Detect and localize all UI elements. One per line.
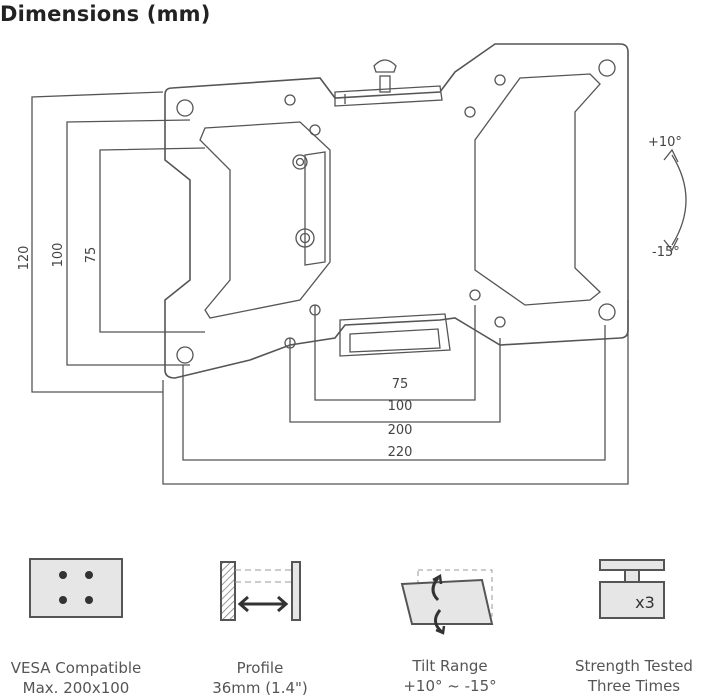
weight-x3-icon: x3 bbox=[599, 559, 665, 619]
tilt-range-icon bbox=[400, 569, 494, 635]
dim-label-220-h: 220 bbox=[388, 445, 413, 460]
feature-strength-line2: Three Times bbox=[587, 677, 681, 695]
dim-label-75: 75 bbox=[84, 247, 99, 264]
hole-75-tr bbox=[464, 106, 476, 118]
hole-200-tr bbox=[494, 74, 506, 86]
feature-strength-line1: Strength Tested bbox=[575, 657, 693, 675]
profile-depth-icon bbox=[220, 561, 301, 621]
bottom-bracket bbox=[339, 313, 451, 357]
hole-outer-br bbox=[598, 303, 616, 321]
feature-label-profile: Profile 36mm (1.4") bbox=[190, 658, 330, 698]
top-bracket bbox=[334, 85, 443, 107]
right-cutout bbox=[474, 73, 601, 306]
tilt-label-down: -15° bbox=[652, 245, 680, 260]
top-screw-shaft bbox=[379, 75, 391, 93]
hole-75-bl bbox=[309, 304, 321, 316]
hole-200-br bbox=[494, 316, 506, 328]
dim-label-75-h: 75 bbox=[392, 377, 409, 392]
hole-outer-bl bbox=[176, 346, 194, 364]
feature-tilt-line1: Tilt Range bbox=[412, 657, 488, 675]
feature-label-tilt: Tilt Range +10° ~ -15° bbox=[380, 656, 520, 696]
tilt-arc bbox=[671, 154, 687, 246]
rail-bolt-top bbox=[292, 154, 308, 170]
tilt-arrow-down bbox=[663, 237, 679, 252]
center-rail bbox=[304, 151, 326, 266]
feature-tilt-line2: +10° ~ -15° bbox=[403, 677, 497, 695]
x3-badge: x3 bbox=[635, 593, 655, 612]
hole-200-bl bbox=[284, 337, 296, 349]
feature-label-strength: Strength Tested Three Times bbox=[560, 656, 708, 696]
dim-label-200-h: 200 bbox=[388, 423, 413, 438]
left-cutout bbox=[199, 121, 331, 319]
dim-line-100 bbox=[66, 119, 191, 366]
hole-200-tl bbox=[284, 94, 296, 106]
page-title: Dimensions (mm) bbox=[0, 2, 211, 26]
dim-line-120 bbox=[31, 91, 164, 393]
dim-label-120: 120 bbox=[17, 246, 32, 271]
feature-profile-line2: 36mm (1.4") bbox=[212, 679, 308, 697]
hole-outer-tl bbox=[176, 99, 194, 117]
dim-label-100: 100 bbox=[51, 243, 66, 268]
tilt-arrow-up bbox=[663, 148, 679, 163]
dim-line-75-h bbox=[314, 305, 476, 401]
mount-dimension-diagram: 120 100 75 75 100 200 220 +10° -15° bbox=[17, 43, 687, 485]
tilt-label-up: +10° bbox=[648, 135, 682, 150]
dim-line-200-h bbox=[182, 325, 606, 461]
dim-line-75 bbox=[99, 147, 206, 333]
feature-label-vesa: VESA Compatible Max. 200x100 bbox=[0, 658, 152, 698]
rail-bolt-mid bbox=[295, 228, 315, 248]
feature-profile-line1: Profile bbox=[236, 659, 284, 677]
feature-vesa-line1: VESA Compatible bbox=[10, 659, 142, 677]
dim-line-100-h bbox=[289, 338, 501, 423]
feature-vesa-line2: Max. 200x100 bbox=[22, 679, 130, 697]
dim-label-100-h: 100 bbox=[388, 399, 413, 414]
top-screw-head bbox=[373, 59, 397, 73]
vesa-pattern-icon bbox=[29, 558, 123, 618]
dim-line-220-h bbox=[162, 300, 629, 485]
hole-75-br bbox=[469, 289, 481, 301]
hole-outer-tr bbox=[598, 59, 616, 77]
hole-75-tl bbox=[309, 124, 321, 136]
mount-plate bbox=[164, 43, 629, 379]
